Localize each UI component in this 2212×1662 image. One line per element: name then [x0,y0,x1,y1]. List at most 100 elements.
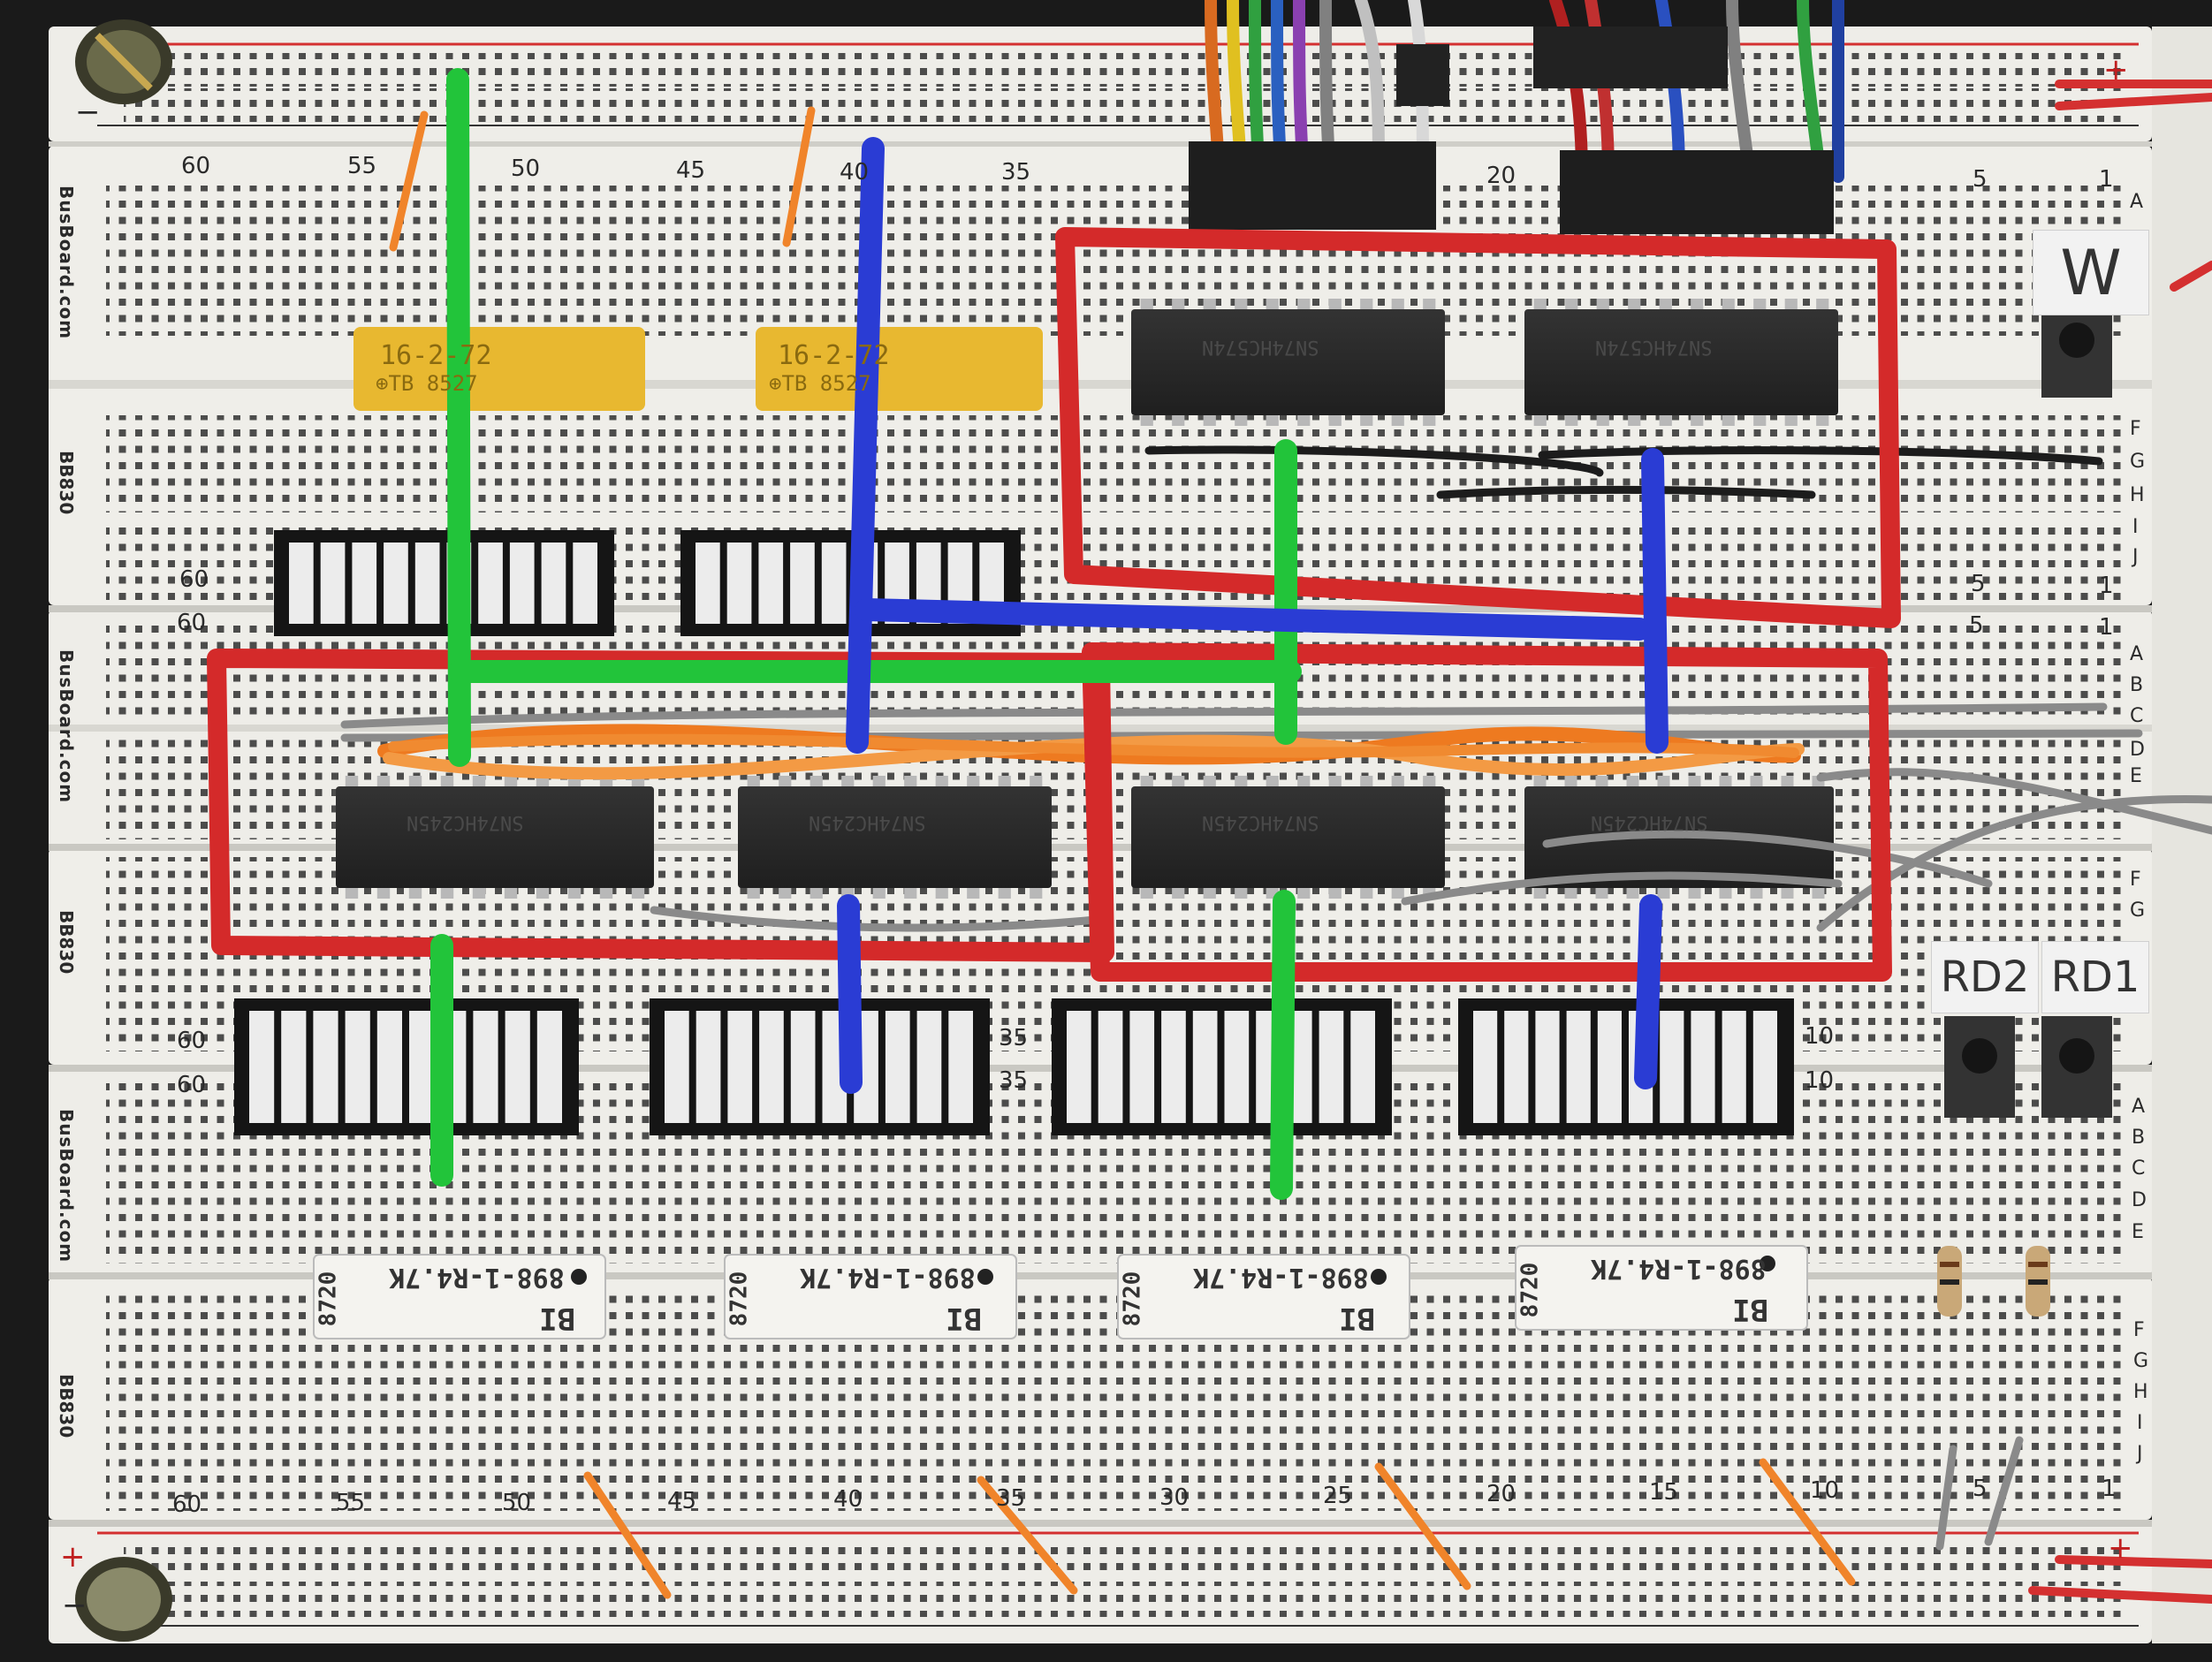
ic-pin [1533,888,1547,899]
ic-pin [1266,776,1279,786]
led-segment [1098,1011,1123,1123]
led-segment [414,543,440,624]
ic-pin [1140,299,1153,309]
led-segment [665,1011,689,1123]
led-segment [1691,1011,1715,1123]
ic-pin [1719,888,1732,899]
ic-pin [1328,776,1342,786]
ic-pin [1657,776,1670,786]
ic-pin [935,888,948,899]
led-segment [1660,1011,1684,1123]
col-num: 55 [347,153,377,179]
led-segment [1752,1011,1777,1123]
led-segment [1224,1011,1250,1123]
ic-pin [408,888,422,899]
ic-pin [967,888,980,899]
ic-pin [1172,299,1185,309]
white-resnet-label: 898-1-R4.7K [1591,1253,1767,1284]
col-num: 45 [676,157,706,184]
chip-marking: SN74HC245N [407,811,524,833]
button-label-rd2: RD2 [1931,941,2039,1013]
led-segment [885,1011,910,1123]
ic-pin [904,776,917,786]
rail-plus-top: + [2103,52,2129,87]
ic-pin [1391,299,1404,309]
led-segment [505,1011,530,1123]
row-letter: H [2130,484,2145,506]
yellow-resnet-label: 16-2-72 [380,340,492,371]
led-segment [345,1011,370,1123]
ic-pin [1691,415,1704,426]
row-letter: C [2130,705,2144,727]
led-segment [1566,1011,1591,1123]
led-segment [1535,1011,1560,1123]
col-num: 10 [1810,1477,1840,1504]
ic-pin [779,888,792,899]
ic-pin [1812,888,1825,899]
col-num: 10 [1805,1067,1835,1094]
ic-pin [904,888,917,899]
row-letter: D [2130,739,2145,761]
orange-twisted-bundle [377,724,1805,780]
led-segment [313,1011,338,1123]
ic-pin [1784,299,1798,309]
col-num: 45 [667,1488,697,1514]
ic-pin [440,888,454,899]
col-num: 50 [502,1490,532,1516]
ic-pin [1423,415,1436,426]
white-resnet-brand: BI [1339,1301,1375,1336]
ic-pin [1753,415,1767,426]
ic-pin [1595,888,1608,899]
yellow-resistor-networks [353,327,1043,411]
row-letter: G [2133,1350,2149,1372]
led-segment [281,1011,307,1123]
ic-pin [567,888,582,899]
white-resnet-brand: BI [946,1301,982,1336]
ic-pin [472,776,486,786]
row-letter: H [2133,1381,2148,1403]
ic-pin [1140,415,1153,426]
led-segment [1722,1011,1746,1123]
ic-pin [1659,415,1672,426]
ic-pin [1391,415,1404,426]
ic-pin [1203,776,1216,786]
ic-pin [1423,776,1436,786]
ic-pin [935,776,948,786]
led-segment [289,543,314,624]
ic-pin [1297,415,1311,426]
col-num: 35 [999,1025,1029,1051]
ic-pin [440,776,454,786]
ic-pin [1297,888,1311,899]
ic-pin [472,888,486,899]
button-label-rd1: RD1 [2041,941,2149,1013]
white-resnet-label: 898-1-R4.7K [1193,1262,1369,1293]
brand-label-2: BusBoard.com [56,649,77,804]
col-num: 5 [1973,1476,1988,1502]
ic-pin [1753,299,1767,309]
led-segment [790,1011,816,1123]
col-num: 10 [1805,1023,1835,1050]
chip-marking: SN74HC245N [1202,811,1319,833]
ic-pin [504,888,518,899]
row-letter: J [2132,546,2139,568]
ic-pin [1688,888,1701,899]
push-buttons [1944,300,2112,1118]
ic-pin [1235,299,1248,309]
ic-pin [1659,299,1672,309]
led-segment [1161,1011,1186,1123]
ic-pin [1722,299,1735,309]
row-letter: F [2130,418,2141,440]
col-num: 20 [1486,1481,1516,1507]
ic-pin [1266,415,1279,426]
led-segment [376,1011,402,1123]
ic-pin [1596,299,1609,309]
white-resnet-label: 898-1-R4.7K [389,1262,565,1293]
ic-pin [1235,888,1248,899]
brand-label-1: BusBoard.com [56,186,77,340]
ic-pin [1235,415,1248,426]
col-num: 1 [2099,573,2114,599]
ic-pin [1203,888,1216,899]
ic-pin [376,888,391,899]
white-resnet-code: 8720 [315,1271,342,1327]
yellow-resnet-sub: ⊕TB 8527 [376,371,478,396]
